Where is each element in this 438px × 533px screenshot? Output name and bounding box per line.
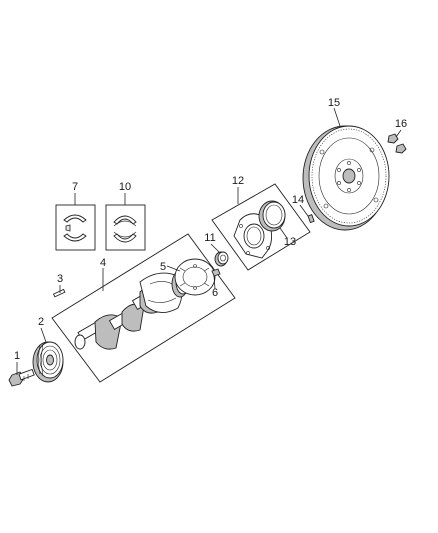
callout-10: 10 — [119, 181, 131, 193]
part-7-main-bearings[interactable] — [63, 214, 87, 242]
part-2-vibration-damper[interactable] — [32, 341, 64, 383]
crankshaft-box — [51, 233, 236, 383]
callout-15: 15 — [328, 97, 340, 109]
callout-7: 7 — [72, 181, 78, 193]
callout-labels: 1 2 3 4 5 6 7 10 11 12 13 14 15 16 — [14, 97, 407, 362]
part-1-damper-bolt[interactable] — [8, 368, 35, 387]
callout-6: 6 — [212, 287, 218, 299]
part-14-dowel-pin[interactable] — [307, 214, 315, 224]
part-16-flexplate-bolts[interactable] — [387, 133, 407, 154]
part-3-key[interactable] — [52, 288, 66, 298]
callout-5: 5 — [160, 261, 166, 273]
part-6-screw[interactable] — [211, 265, 221, 277]
callout-11: 11 — [204, 232, 215, 244]
leader-lines — [16, 107, 402, 375]
callout-4: 4 — [100, 257, 106, 269]
callout-3: 3 — [57, 273, 63, 285]
part-10-thrust-bearing[interactable] — [113, 215, 137, 243]
main-bearing-box — [55, 204, 96, 251]
callout-14: 14 — [292, 194, 304, 206]
part-15-flexplate[interactable] — [302, 125, 390, 231]
thrust-bearing-box — [105, 204, 146, 251]
rear-seal-box — [211, 183, 311, 271]
part-5-tone-wheel[interactable] — [174, 258, 216, 296]
part-12-seal-retainer[interactable] — [233, 213, 273, 259]
part-13-rear-main-seal[interactable] — [258, 200, 286, 232]
part-11-pilot-bearing[interactable] — [214, 251, 229, 267]
callout-2: 2 — [38, 316, 44, 328]
callout-1: 1 — [14, 350, 20, 362]
part-4-crankshaft[interactable] — [74, 269, 191, 350]
callout-12: 12 — [232, 175, 244, 187]
callout-16: 16 — [395, 118, 407, 130]
callout-13: 13 — [284, 236, 296, 248]
